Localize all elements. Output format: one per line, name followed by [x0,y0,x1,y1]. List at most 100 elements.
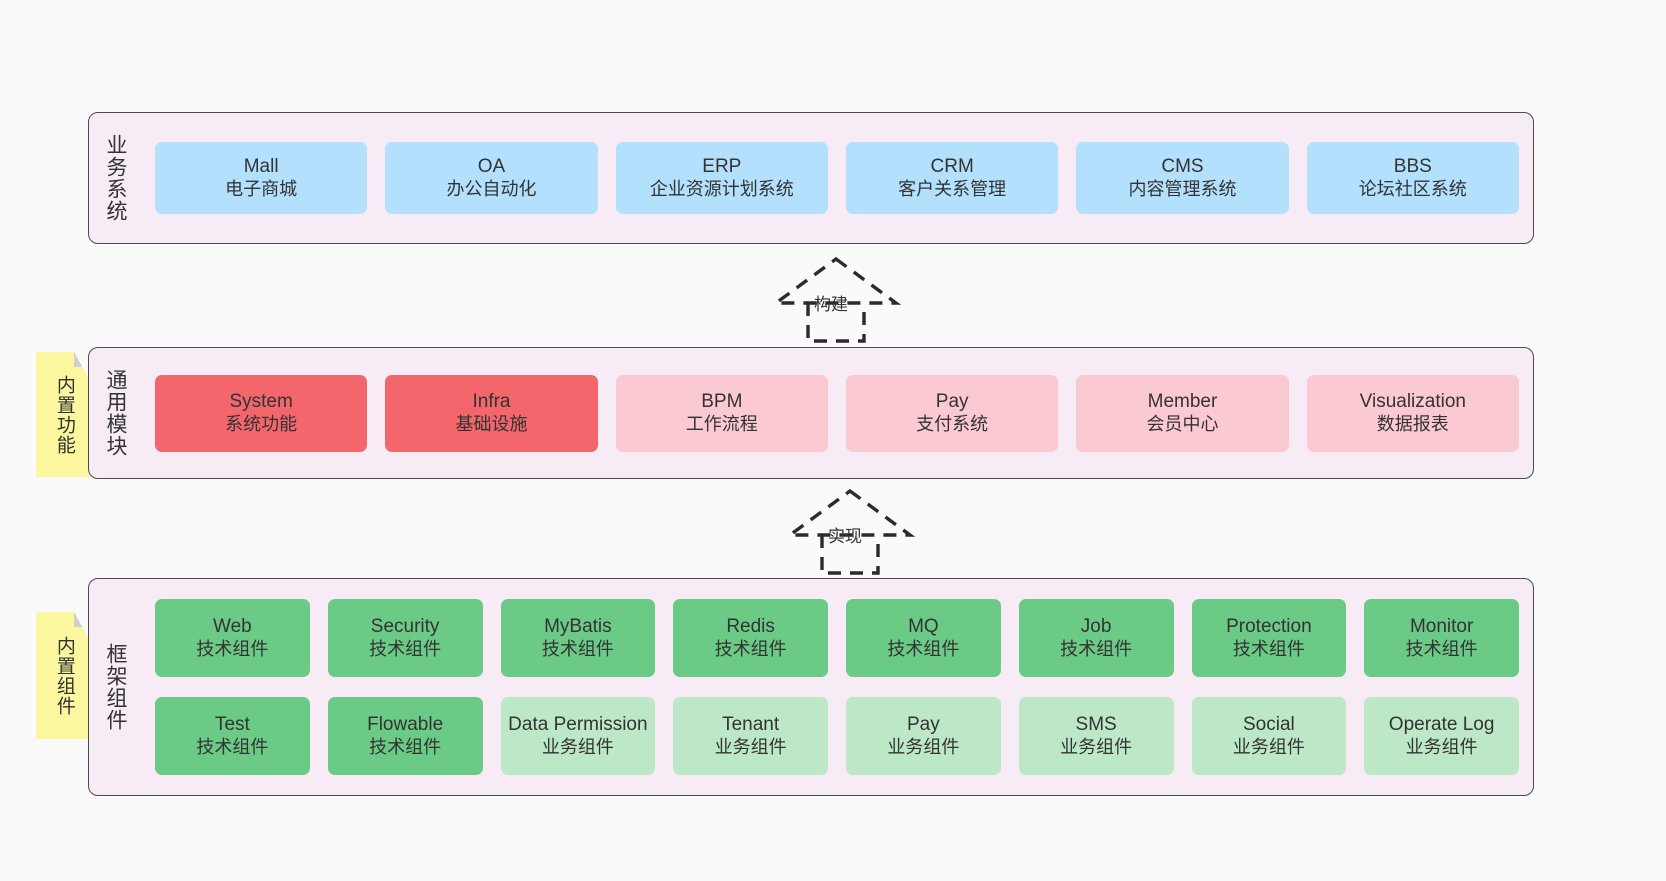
node-subtitle: 企业资源计划系统 [649,178,794,199]
node-member[interactable]: Member 会员中心 [1076,374,1289,452]
node-flowable[interactable]: Flowable 技术组件 [327,697,483,775]
node-protection[interactable]: Protection 技术组件 [1191,599,1347,677]
layer-common-modules: 通用模块 System 系统功能 Infra 基础设施 BPM 工作流程 Pay… [88,347,1534,479]
note-label: 内置组件 [53,635,75,716]
node-title: SMS [1075,714,1117,736]
node-subtitle: 客户关系管理 [898,178,1007,199]
node-subtitle: 技术组件 [1060,638,1133,659]
node-subtitle: 数据报表 [1376,413,1449,434]
node-title: Operate Log [1388,714,1495,736]
node-title: Security [370,616,440,638]
node-web[interactable]: Web 技术组件 [155,599,310,677]
node-title: Member [1147,391,1218,413]
node-title: Pay [907,714,940,736]
layer-title-common: 通用模块 [103,369,127,457]
connector-label: 构建 [814,295,848,314]
node-bbs[interactable]: BBS 论坛社区系统 [1306,142,1519,214]
node-sms[interactable]: SMS 业务组件 [1018,697,1174,775]
node-subtitle: 业务组件 [714,736,787,757]
node-subtitle: 技术组件 [714,638,787,659]
node-subtitle: 技术组件 [196,638,269,659]
node-title: Protection [1226,616,1312,638]
note-label: 内置功能 [53,374,75,455]
layer-body-common: System 系统功能 Infra 基础设施 BPM 工作流程 Pay 支付系统… [141,348,1533,478]
node-title: Pay [935,391,969,413]
node-subtitle: 技术组件 [1405,638,1478,659]
node-data-permission[interactable]: Data Permission 业务组件 [500,697,656,775]
node-subtitle: 论坛社区系统 [1358,178,1467,199]
node-mall[interactable]: Mall 电子商城 [155,142,368,214]
node-title: Web [213,616,252,638]
node-subtitle: 办公自动化 [446,178,537,199]
node-system[interactable]: System 系统功能 [155,374,368,452]
connector-label: 实现 [828,527,862,546]
node-operate-log[interactable]: Operate Log 业务组件 [1364,697,1519,775]
layer-business-systems: 业务系统 Mall 电子商城 OA 办公自动化 ERP 企业资源计划系统 CRM… [88,112,1534,244]
node-visualization[interactable]: Visualization 数据报表 [1306,374,1519,452]
node-subtitle: 业务组件 [541,736,614,757]
node-erp[interactable]: ERP 企业资源计划系统 [615,142,828,214]
layer-row: Test 技术组件 Flowable 技术组件 Data Permission … [155,697,1519,775]
node-subtitle: 技术组件 [196,736,269,757]
node-title: Social [1243,714,1295,736]
node-subtitle: 业务组件 [1232,736,1305,757]
node-job[interactable]: Job 技术组件 [1018,599,1174,677]
node-title: BBS [1393,156,1432,178]
connector-implement: 实现 [770,487,930,577]
node-title: Flowable [367,714,444,736]
layer-row: System 系统功能 Infra 基础设施 BPM 工作流程 Pay 支付系统… [155,374,1519,452]
node-pay[interactable]: Pay 支付系统 [845,374,1059,452]
node-title: Data Permission [508,714,648,736]
node-subtitle: 会员中心 [1146,413,1219,434]
node-title: Infra [472,391,511,413]
note-builtin-components: 内置组件 [36,612,92,739]
note-builtin-functions: 内置功能 [36,352,92,477]
node-social[interactable]: Social 业务组件 [1191,697,1347,775]
node-mq[interactable]: MQ 技术组件 [846,599,1001,677]
node-subtitle: 工作流程 [685,413,758,434]
node-title: CMS [1161,156,1204,178]
layer-title-framework: 框架组件 [103,643,127,731]
layer-body-business: Mall 电子商城 OA 办公自动化 ERP 企业资源计划系统 CRM 客户关系… [141,113,1533,243]
node-cms[interactable]: CMS 内容管理系统 [1076,142,1289,214]
node-subtitle: 技术组件 [1232,638,1305,659]
node-subtitle: 技术组件 [887,638,960,659]
node-mybatis[interactable]: MyBatis 技术组件 [500,599,656,677]
node-title: Job [1080,616,1112,638]
node-subtitle: 系统功能 [225,413,298,434]
node-test[interactable]: Test 技术组件 [155,697,310,775]
node-title: Mall [243,156,279,178]
connector-build: 构建 [756,255,916,345]
layer-row: Web 技术组件 Security 技术组件 MyBatis 技术组件 Redi… [155,599,1519,677]
node-title: CRM [930,156,974,178]
node-security[interactable]: Security 技术组件 [327,599,483,677]
layer-framework-components: 框架组件 Web 技术组件 Security 技术组件 MyBatis 技术组件… [88,578,1534,796]
layer-body-framework: Web 技术组件 Security 技术组件 MyBatis 技术组件 Redi… [141,579,1533,795]
node-title: BPM [701,391,743,413]
connector-line [820,535,880,575]
node-title: ERP [702,156,742,178]
node-redis[interactable]: Redis 技术组件 [673,599,828,677]
node-bpm[interactable]: BPM 工作流程 [615,374,828,452]
node-subtitle: 内容管理系统 [1128,178,1237,199]
node-pay-component[interactable]: Pay 业务组件 [846,697,1001,775]
node-crm[interactable]: CRM 客户关系管理 [845,142,1059,214]
node-title: Visualization [1359,391,1466,413]
node-infra[interactable]: Infra 基础设施 [385,374,598,452]
generalization-arrowhead-icon [784,488,916,537]
node-title: MQ [908,616,939,638]
node-subtitle: 业务组件 [1060,736,1133,757]
node-monitor[interactable]: Monitor 技术组件 [1364,599,1519,677]
node-subtitle: 支付系统 [916,413,989,434]
node-subtitle: 技术组件 [369,736,442,757]
node-title: Monitor [1409,616,1474,638]
node-subtitle: 业务组件 [1405,736,1478,757]
node-title: System [229,391,293,413]
node-oa[interactable]: OA 办公自动化 [385,142,598,214]
node-title: OA [477,156,506,178]
node-subtitle: 电子商城 [225,178,298,199]
node-title: Tenant [722,714,780,736]
node-subtitle: 业务组件 [887,736,960,757]
node-tenant[interactable]: Tenant 业务组件 [673,697,828,775]
